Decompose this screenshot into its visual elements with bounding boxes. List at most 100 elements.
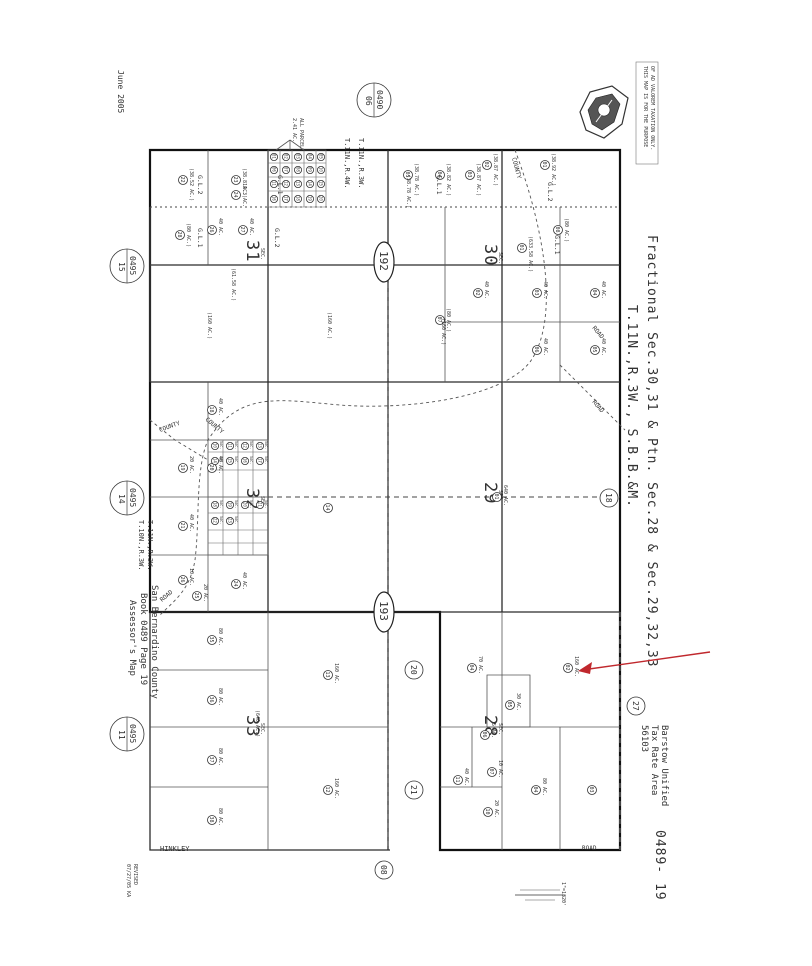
parcel-number-circle — [531, 785, 541, 795]
area-label: (160 AC.) — [206, 312, 212, 339]
township-label: T.11N.,R.4W. — [343, 138, 351, 189]
parcel-number-circle — [487, 767, 497, 777]
parcel-number-circle — [403, 170, 413, 180]
svg-text:G.L.2: G.L.2 — [273, 228, 281, 248]
parcel: 23(38.8 AC.) — [231, 168, 247, 198]
parcel-area: (38.78 AC.) — [413, 163, 419, 196]
parcel-number: 04 — [468, 665, 474, 671]
parcel-number: 35 — [208, 637, 214, 643]
annotation-arrow — [578, 651, 711, 674]
lot-circle — [270, 180, 278, 188]
small-lot: 13 — [294, 180, 302, 188]
parcel-area: 40 AC. — [542, 338, 548, 356]
svg-text:20: 20 — [409, 665, 418, 675]
lot-circle — [270, 166, 278, 174]
parcel-number-circle — [207, 815, 217, 825]
parcel-number-circle — [435, 315, 445, 325]
lot-number: 11 — [227, 443, 232, 448]
parcel-number: 01 — [493, 494, 499, 500]
small-lot: 01 — [270, 153, 278, 161]
lot-circle — [282, 153, 290, 161]
parcel-number: 11 — [454, 777, 460, 783]
parcel-number: 06 — [481, 732, 487, 738]
lot-number: 19 — [227, 502, 232, 507]
lot-number: 01 — [271, 154, 276, 159]
parcel-area: 160 AC. — [333, 663, 339, 684]
lot-circle — [306, 180, 314, 188]
svg-text:(160 AC.): (160 AC.) — [326, 312, 332, 339]
lot-area: 5AC. — [234, 516, 238, 524]
lot-circle — [282, 195, 290, 203]
lot-number: 03 — [295, 154, 300, 159]
parcel-area: 40 AC. — [241, 572, 247, 590]
parcel-number-circle — [178, 175, 188, 185]
parcel-number-circle — [323, 503, 333, 513]
small-lot: 11 — [270, 180, 278, 188]
parcel-number-circle — [590, 288, 600, 298]
lot-circle — [294, 195, 302, 203]
parcel-number: 02 — [483, 162, 489, 168]
county-road-curve — [159, 149, 547, 616]
svg-text:G.L.2: G.L.2 — [196, 175, 204, 195]
parcel-number-circle — [231, 175, 241, 185]
lot-number: 11 — [271, 181, 276, 186]
county-label: COUNTY — [158, 420, 181, 434]
small-lot: 06 — [270, 166, 278, 174]
lot-number: 23 — [227, 518, 232, 523]
revision-line-1: REVISED — [132, 864, 138, 885]
government-lot-label: G.L.2 — [196, 175, 204, 195]
parcel-area: 70 AC. — [477, 656, 483, 674]
section-label: SEC. 33 — [242, 715, 265, 737]
lot-number: 15 — [318, 181, 323, 186]
lot-number: 20 — [318, 196, 323, 201]
road-label: ROAD — [590, 399, 605, 415]
lot-number: 10 — [212, 443, 217, 448]
svg-text:(38.78 AC.): (38.78 AC.) — [405, 175, 411, 208]
map-date: June 2005 — [116, 70, 125, 114]
parcel-number: 36 — [208, 697, 214, 703]
parcel-number: 20 — [208, 465, 214, 471]
adjacent-map-ref: 0495 14 — [109, 480, 145, 516]
lot-number: 15 — [227, 458, 232, 463]
parcel-number: 04 — [532, 787, 538, 793]
parcel-number: 07 — [436, 317, 442, 323]
parcel-number-circle — [563, 663, 573, 673]
parcel-area: 40 AC. — [600, 338, 606, 356]
parcel-number-circle — [435, 170, 445, 180]
lot-number: 04 — [307, 154, 312, 159]
lot-number: 18 — [295, 196, 300, 201]
lot-circle — [306, 166, 314, 174]
parcel-area: 640 AC. — [502, 485, 508, 506]
assessor-line-3: San Bernardino County — [149, 585, 159, 699]
parcel-number-circle — [492, 492, 502, 502]
small-lot: 12 — [282, 180, 290, 188]
parcel-area: 80 AC. — [217, 628, 223, 646]
parcel-area: 40 AC. — [542, 281, 548, 299]
lot-number: 10 — [318, 167, 323, 172]
parcel-area: 80 AC. — [217, 808, 223, 826]
parcel-area: 5 AC. — [490, 723, 496, 738]
block-ref: 20 — [404, 660, 424, 680]
parcel-area: 40 AC. — [217, 218, 223, 236]
lot-circle — [256, 501, 264, 509]
lot-circle — [294, 153, 302, 161]
parcel-number: 04 — [591, 290, 597, 296]
block-ref: 27 — [626, 696, 646, 716]
block-ref: 08 — [374, 860, 394, 880]
